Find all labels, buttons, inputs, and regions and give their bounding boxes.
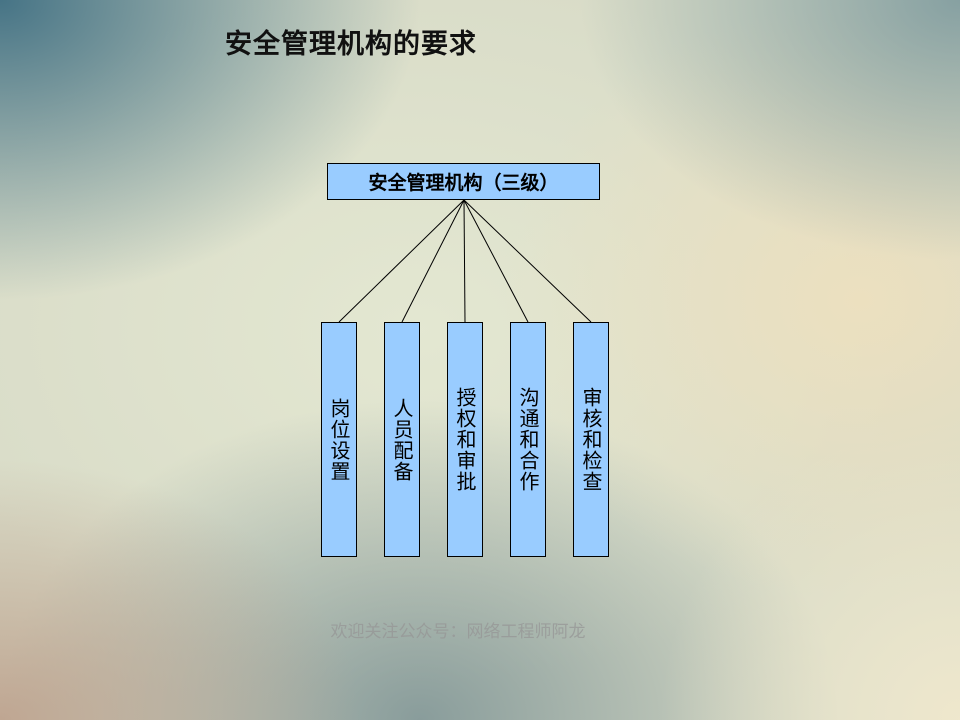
slide-title: 安全管理机构的要求: [225, 29, 477, 60]
child-node-box-2: 人员配备: [384, 322, 420, 557]
child-node-label-1: 岗位设置: [327, 397, 351, 482]
child-node-label-5: 审核和检查: [579, 387, 603, 492]
child-node-box-4: 沟通和合作: [510, 322, 546, 557]
child-node-label-2: 人员配备: [390, 397, 414, 482]
root-node-box: 安全管理机构（三级）: [327, 163, 600, 200]
child-node-label-4: 沟通和合作: [516, 387, 540, 492]
child-node-box-5: 审核和检查: [573, 322, 609, 557]
child-node-label-3: 授权和审批: [453, 387, 477, 492]
root-node-label: 安全管理机构（三级）: [368, 172, 559, 194]
footer-watermark-text: 欢迎关注公众号：网络工程师阿龙: [330, 622, 586, 642]
child-node-box-3: 授权和审批: [447, 322, 483, 557]
child-node-box-1: 岗位设置: [321, 322, 357, 557]
